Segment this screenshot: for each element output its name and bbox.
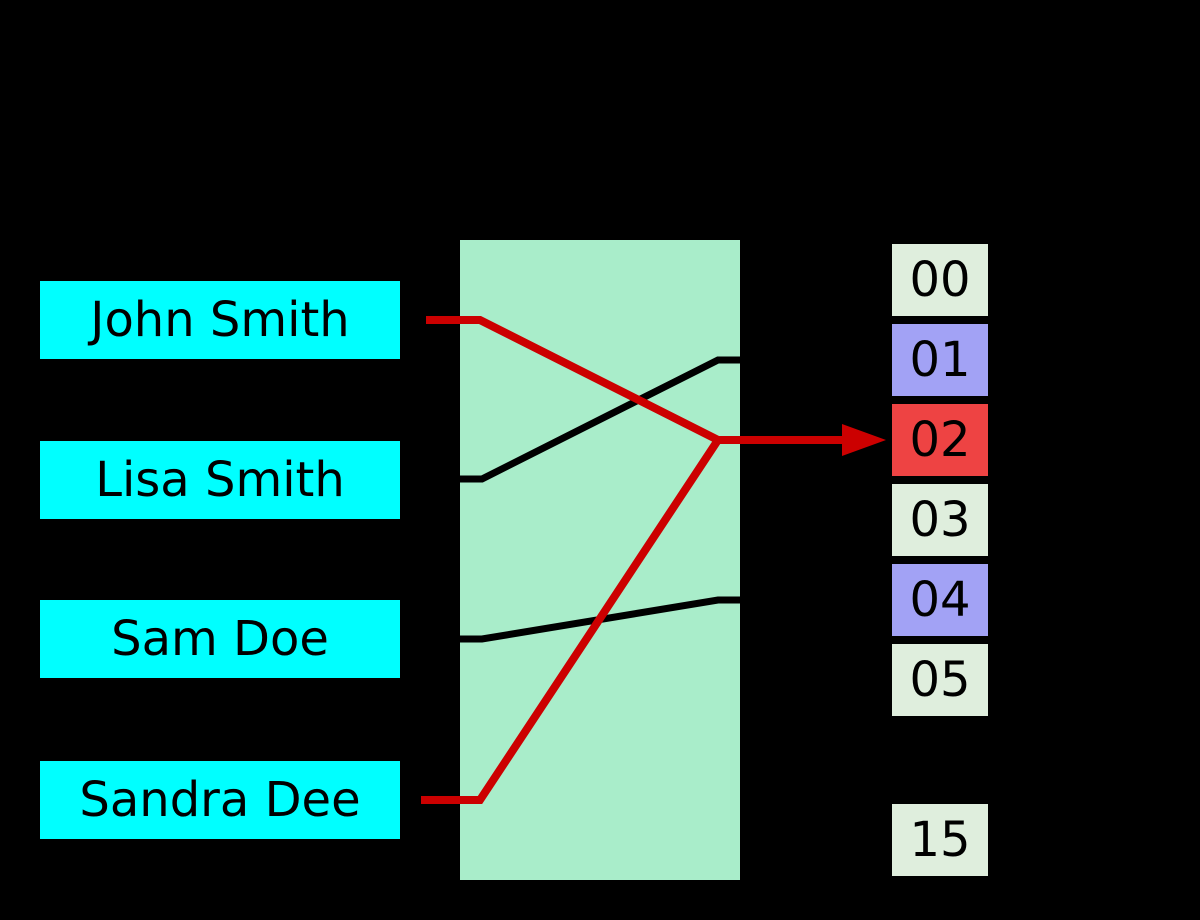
bucket-05: 05 [892,644,988,716]
key-box-sandra-dee: Sandra Dee [40,761,400,839]
key-box-sam-doe: Sam Doe [40,600,400,678]
bucket-03: 03 [892,484,988,556]
bucket-00: 00 [892,244,988,316]
bucket-15: 15 [892,804,988,876]
collision-arrow-head-icon [842,424,886,456]
bucket-04: 04 [892,564,988,636]
bucket-01: 01 [892,324,988,396]
key-box-lisa-smith: Lisa Smith [40,441,400,519]
bucket-02: 02 [892,404,988,476]
key-box-john-smith: John Smith [40,281,400,359]
hash-function-box [460,240,740,880]
